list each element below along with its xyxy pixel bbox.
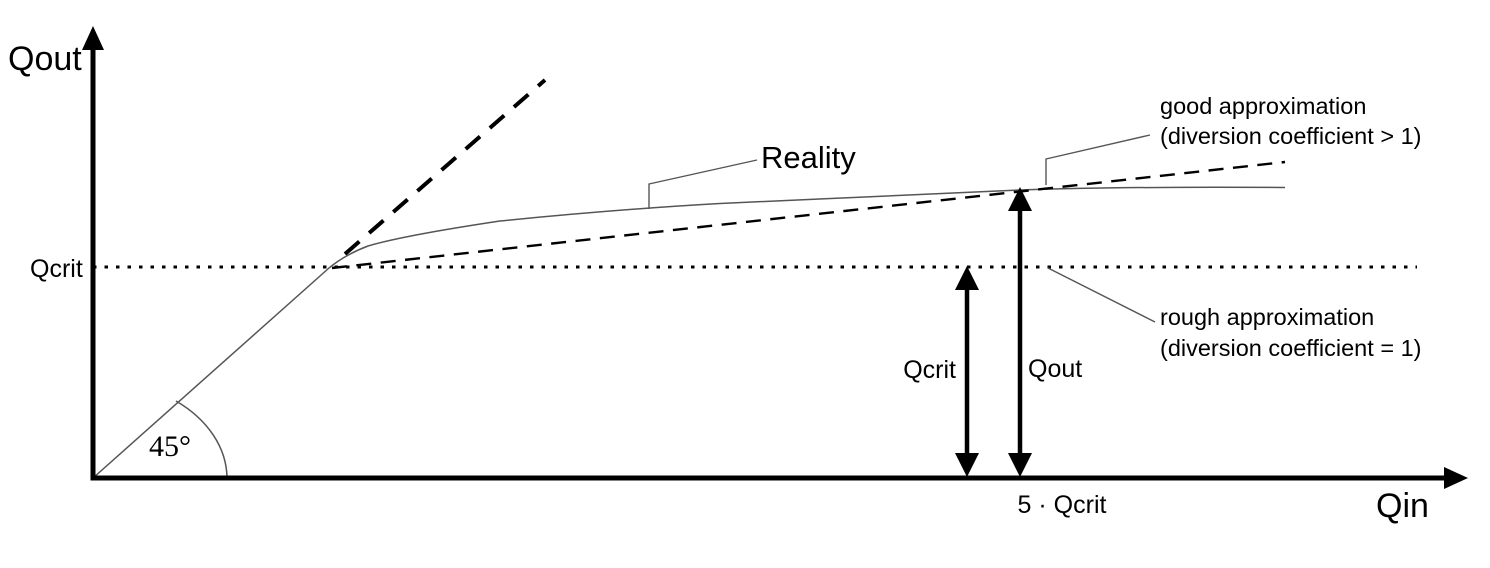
- good-approximation-label-line2: (diversion coefficient > 1): [1160, 123, 1421, 149]
- rough-approximation-label-line1: rough approximation: [1160, 304, 1374, 330]
- qcrit-arrow-down-head-icon: [955, 453, 979, 477]
- x-axis-title: Qin: [1376, 487, 1429, 525]
- y-axis-arrowhead-icon: [82, 26, 104, 50]
- qcrit-arrow-label: Qcrit: [903, 356, 956, 384]
- qcrit-dimension-arrow: [955, 266, 979, 477]
- angle-arc: [175, 400, 228, 479]
- reality-label: Reality: [761, 140, 856, 175]
- good-approximation-leader-line: [1045, 134, 1151, 185]
- y-axis-title: Qout: [8, 40, 82, 78]
- line-45deg: [92, 267, 330, 479]
- reality-leader-line: [648, 159, 758, 209]
- line-45deg-dashed-extension: [343, 78, 547, 256]
- qout-dimension-arrow: [1008, 187, 1032, 477]
- x-axis-arrowhead-icon: [1444, 467, 1468, 489]
- qout-arrow-down-head-icon: [1008, 453, 1032, 477]
- angle-45-label: 45°: [149, 430, 191, 463]
- rough-approximation-label-line2: (diversion coefficient = 1): [1160, 335, 1421, 361]
- good-approximation-dashed-line: [331, 160, 1286, 270]
- qout-arrow-up-head-icon: [1008, 187, 1032, 211]
- reality-curve: [328, 186, 1286, 269]
- qout-arrow-label: Qout: [1028, 355, 1082, 383]
- good-approximation-label-line1: good approximation: [1160, 93, 1366, 119]
- five-qcrit-tick-label: 5 · Qcrit: [1018, 491, 1107, 519]
- qcrit-axis-tick-label: Qcrit: [30, 255, 83, 283]
- rough-approximation-leader-line: [1047, 267, 1156, 323]
- qcrit-arrow-up-head-icon: [955, 266, 979, 290]
